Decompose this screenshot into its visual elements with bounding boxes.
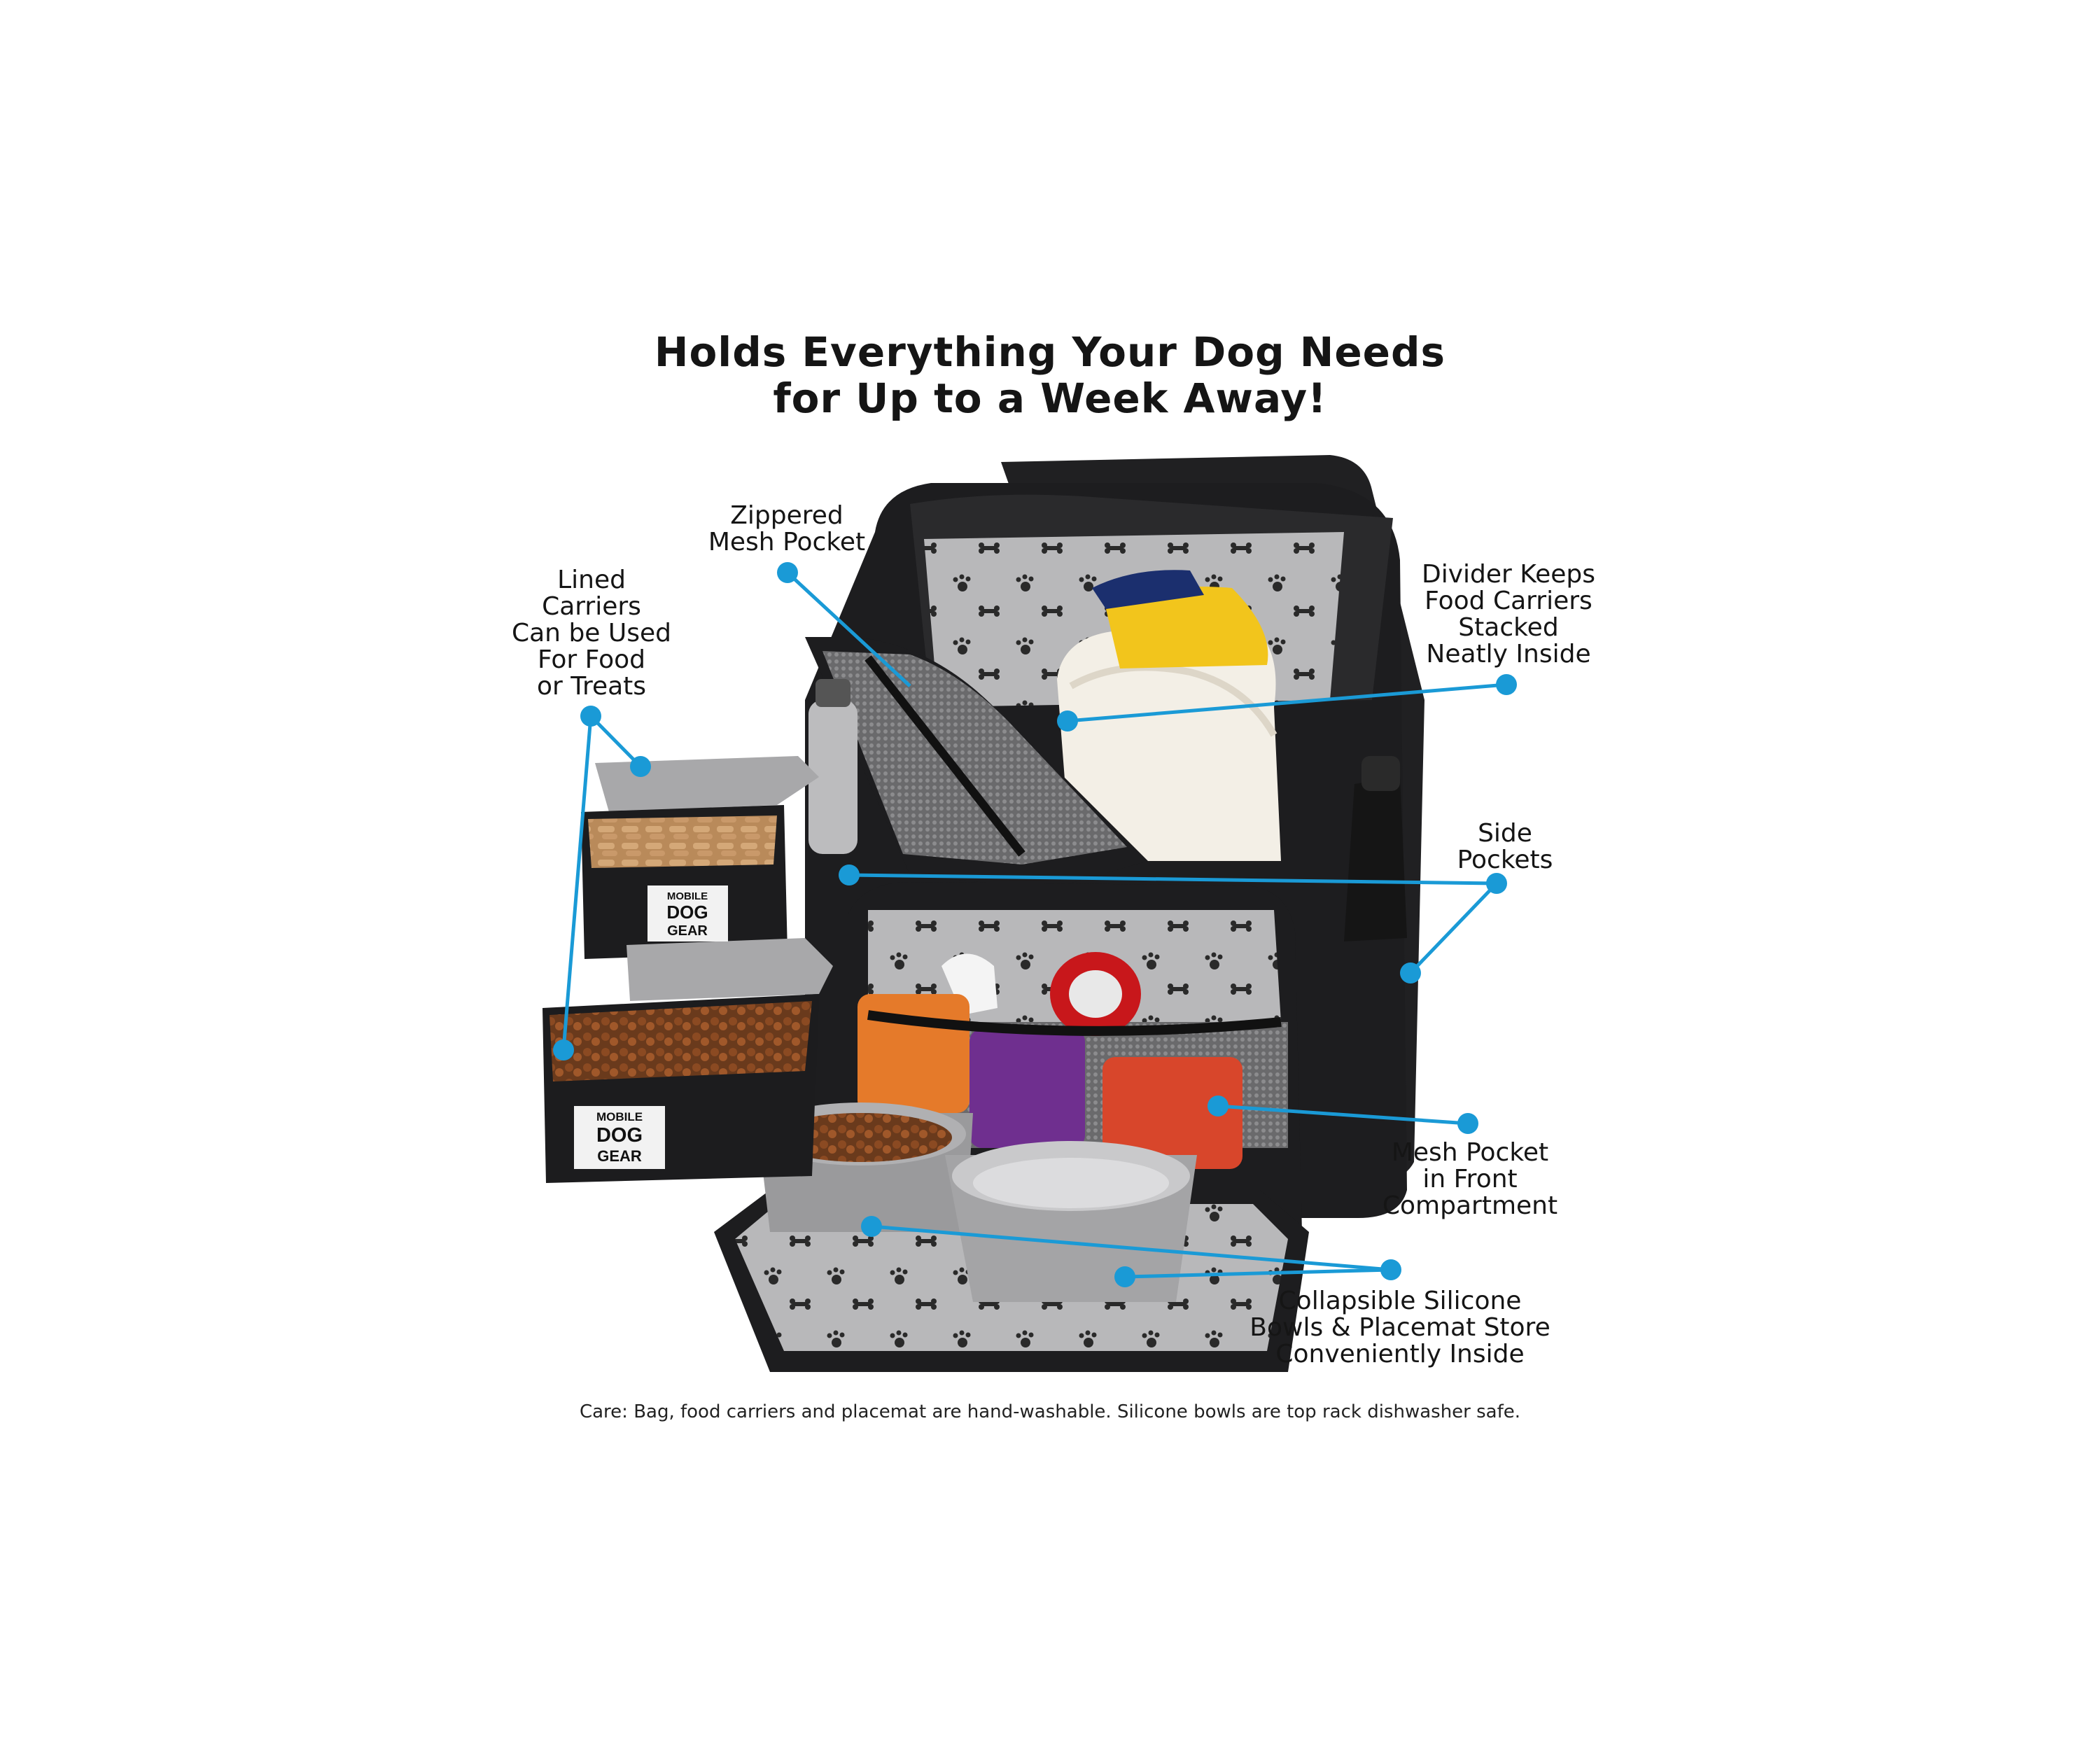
logo2-line-2: DOG bbox=[596, 1124, 643, 1147]
callout-line: Pockets bbox=[1457, 846, 1553, 874]
logo-line-3: GEAR bbox=[667, 923, 708, 939]
brand-logo: MOBILE DOG GEAR MOBILE DOG GEAR bbox=[574, 886, 728, 1169]
title-line-2: for Up to a Week Away! bbox=[773, 374, 1327, 422]
callout-lines bbox=[561, 571, 1507, 1279]
callout-line: Can be Used bbox=[511, 619, 671, 648]
backpack bbox=[714, 455, 1424, 1372]
page-title: Holds Everything Your Dog Needs for Up t… bbox=[0, 329, 2100, 421]
callout-line: Side bbox=[1478, 819, 1532, 848]
callout-line: Zippered bbox=[730, 501, 844, 530]
logo-line-1: MOBILE bbox=[667, 890, 708, 902]
callout-line: For Food bbox=[537, 645, 646, 674]
callout-line: Bowls & Placemat Store bbox=[1250, 1313, 1550, 1342]
callout-lined-carriers: Lined Carriers Can be Used For Food or T… bbox=[490, 567, 693, 700]
callout-line: Divider Keeps bbox=[1422, 560, 1595, 589]
callout-line: Carriers bbox=[542, 592, 641, 621]
callout-line: Stacked bbox=[1458, 613, 1559, 642]
logo2-line-1: MOBILE bbox=[596, 1110, 643, 1124]
callout-line: Neatly Inside bbox=[1426, 640, 1591, 668]
callout-dots bbox=[553, 562, 1517, 1287]
callout-mesh-pocket-front: Mesh Pocket in Front Compartment bbox=[1365, 1140, 1575, 1219]
logo2-line-3: GEAR bbox=[597, 1147, 642, 1165]
callout-line: Mesh Pocket bbox=[708, 528, 866, 556]
callout-collapsible-bowls: Collapsible Silicone Bowls & Placemat St… bbox=[1232, 1288, 1568, 1368]
callout-line: Collapsible Silicone bbox=[1278, 1287, 1522, 1315]
callout-line: Lined bbox=[557, 566, 626, 594]
logo-line-2: DOG bbox=[666, 902, 708, 923]
care-note: Care: Bag, food carriers and placemat ar… bbox=[579, 1401, 1521, 1422]
title-line-1: Holds Everything Your Dog Needs bbox=[654, 328, 1446, 376]
callout-line: in Front bbox=[1422, 1165, 1518, 1194]
callout-line: Conveniently Inside bbox=[1275, 1340, 1525, 1368]
callout-line: or Treats bbox=[536, 672, 647, 701]
callout-line: Compartment bbox=[1382, 1191, 1558, 1220]
callout-side-pockets: Side Pockets bbox=[1435, 820, 1575, 874]
callout-divider: Divider Keeps Food Carriers Stacked Neat… bbox=[1407, 561, 1610, 668]
callout-zippered-mesh-pocket: Zippered Mesh Pocket bbox=[689, 503, 885, 556]
callout-line: Food Carriers bbox=[1424, 587, 1592, 615]
callout-line: Mesh Pocket bbox=[1391, 1138, 1549, 1167]
